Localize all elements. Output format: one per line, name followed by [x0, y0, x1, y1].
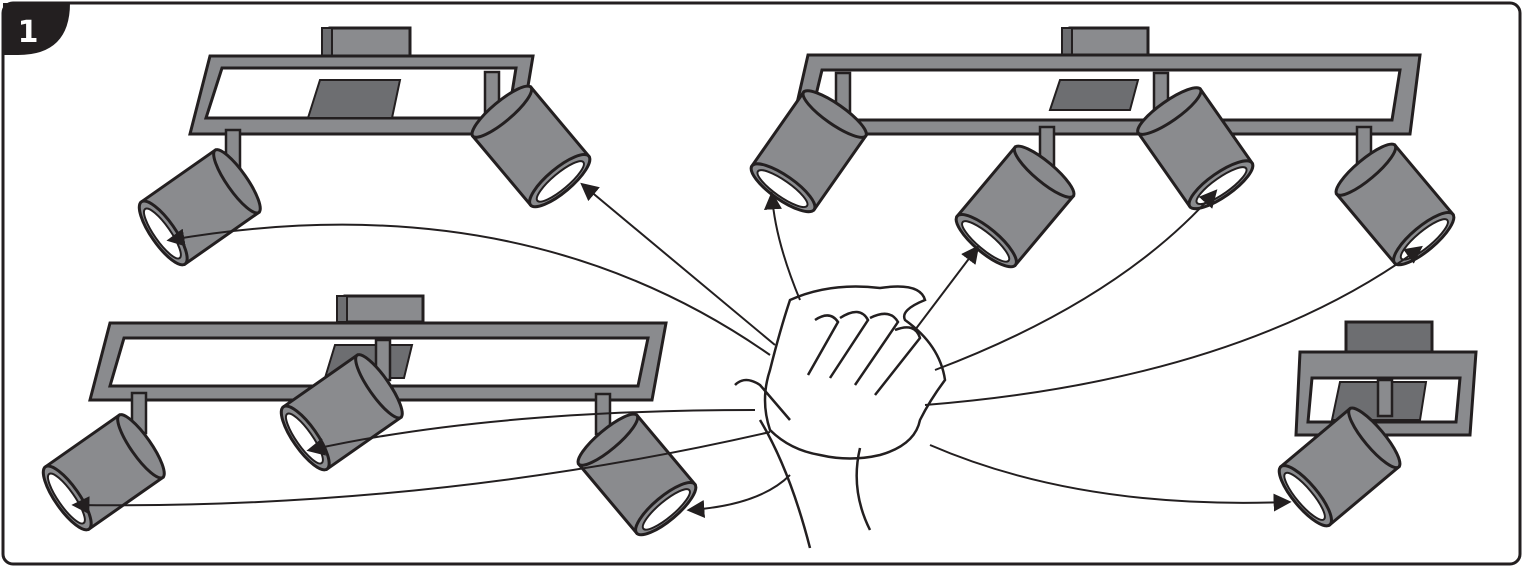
- step-number: 1: [18, 15, 39, 50]
